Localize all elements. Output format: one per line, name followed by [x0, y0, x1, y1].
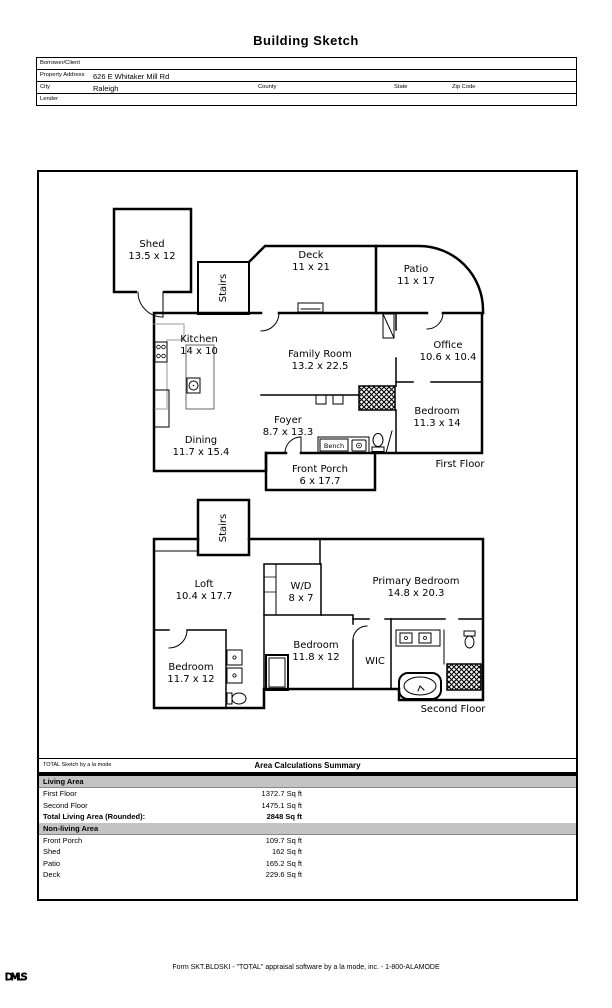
city-label: City: [40, 84, 50, 90]
borrower-row: Borrower/Client: [37, 58, 576, 69]
svg-text:13.2 x 22.5: 13.2 x 22.5: [292, 361, 349, 372]
svg-text:Family Room: Family Room: [288, 349, 352, 360]
property-info-table: Borrower/Client Property Address 626 E W…: [36, 57, 577, 106]
svg-text:11.7 x 15.4: 11.7 x 15.4: [173, 447, 230, 458]
svg-text:Office: Office: [433, 340, 462, 351]
city-value: Raleigh: [93, 83, 119, 93]
state-label: State: [394, 84, 408, 90]
powder-cabinet-icon: [351, 439, 367, 452]
chimney: [382, 313, 395, 339]
svg-text:10.4 x 17.7: 10.4 x 17.7: [176, 591, 233, 602]
summary-row: Deck 229.6 Sq ft: [43, 870, 302, 879]
page-title: Building Sketch: [253, 33, 359, 48]
summary-row: Second Floor 1475.1 Sq ft: [43, 800, 302, 810]
bath-cabinet-icon: [226, 649, 243, 666]
zip-label: Zip Code: [452, 84, 476, 90]
svg-text:Foyer: Foyer: [274, 415, 303, 426]
property-address-label: Property Address: [40, 72, 85, 78]
powder-toilet-icon: [372, 433, 384, 447]
svg-text:Deck: Deck: [298, 250, 323, 261]
deck-step: [297, 302, 324, 313]
wic-label: WIC: [365, 656, 385, 667]
toilet-icon: [226, 692, 233, 705]
svg-text:11 x 21: 11 x 21: [292, 262, 330, 273]
svg-text:W/D: W/D: [291, 581, 312, 592]
stove-icon: [154, 341, 168, 363]
svg-text:8.7 x 13.3: 8.7 x 13.3: [263, 427, 313, 438]
summary-divider-bar: [39, 772, 576, 776]
vanity: [395, 629, 441, 647]
svg-text:11 x 17: 11 x 17: [397, 276, 435, 287]
svg-text:Bedroom: Bedroom: [168, 662, 213, 673]
nonliving-area-header: Non-living Area: [39, 822, 576, 835]
front-porch-outline: [264, 451, 377, 492]
sf-stairs-hatch: [446, 663, 482, 691]
svg-text:Dining: Dining: [185, 435, 217, 446]
kitchen-counter: [153, 323, 185, 410]
first-floor-label: First Floor: [435, 459, 485, 470]
svg-text:11.8 x 12: 11.8 x 12: [292, 652, 339, 663]
summary-title: Area Calculations Summary: [254, 761, 361, 770]
kitchen-island: [185, 344, 215, 410]
summary-row-total: Total Living Area (Rounded): 2848 Sq ft: [43, 812, 302, 821]
total-sketch-brand: TOTAL Sketch by a la mode: [43, 762, 112, 768]
svg-text:DMLS: DMLS: [5, 972, 27, 983]
second-floor-plan: [152, 498, 485, 710]
pantry: [153, 389, 170, 428]
lender-row: Lender: [37, 93, 576, 105]
dmls-logo: DMLS: [5, 972, 30, 984]
svg-text:Loft: Loft: [195, 579, 214, 590]
svg-text:Shed: Shed: [139, 239, 164, 250]
city-row: City Raleigh County State Zip Code: [37, 81, 576, 93]
svg-text:Bedroom: Bedroom: [293, 640, 338, 651]
property-address-row: Property Address 626 E Whitaker Mill Rd: [37, 69, 576, 81]
deck-patio-outline: [247, 244, 485, 315]
svg-text:11.7 x 12: 11.7 x 12: [167, 674, 214, 685]
summary-row: Shed 162 Sq ft: [43, 847, 302, 856]
property-address-value: 626 E Whitaker Mill Rd: [93, 71, 170, 81]
svg-text:Primary Bedroom: Primary Bedroom: [372, 576, 459, 587]
sf-stairs-outline: [196, 498, 251, 557]
shower: [265, 654, 289, 691]
county-label: County: [258, 84, 277, 90]
island-sink: [186, 377, 201, 394]
ff-stairs-label: Stairs: [218, 274, 229, 303]
svg-text:13.5 x 12: 13.5 x 12: [128, 251, 175, 262]
svg-text:14 x 10: 14 x 10: [180, 346, 218, 357]
summary-row: First Floor 1372.7 Sq ft: [43, 789, 302, 798]
svg-text:Front Porch: Front Porch: [292, 464, 348, 475]
svg-text:Patio: Patio: [404, 264, 429, 275]
summary-row: Front Porch 109.7 Sq ft: [43, 835, 302, 845]
svg-text:Bedroom: Bedroom: [414, 406, 459, 417]
sf-stairs-label: Stairs: [218, 514, 229, 543]
svg-text:8 x 7: 8 x 7: [289, 593, 314, 604]
bench-box: [317, 436, 370, 454]
shed-door-arc: [137, 291, 164, 318]
svg-text:6 x 17.7: 6 x 17.7: [300, 476, 341, 487]
ff-exterior-walls: [152, 311, 485, 473]
toilet-icon: [463, 630, 476, 637]
svg-text:11.3 x 14: 11.3 x 14: [413, 418, 460, 429]
bench-label: Bench: [324, 442, 344, 450]
second-floor-label: Second Floor: [421, 704, 487, 715]
bathtub: [398, 672, 442, 700]
borrower-label: Borrower/Client: [40, 60, 80, 66]
footer-form-line: Form SKT.BLDSKI - "TOTAL" appraisal soft…: [172, 964, 440, 971]
living-area-header: Living Area: [39, 776, 576, 788]
svg-text:14.8 x 20.3: 14.8 x 20.3: [388, 588, 445, 599]
svg-text:10.6 x 10.4: 10.6 x 10.4: [420, 352, 477, 363]
ff-stairs-hatch: [358, 385, 396, 411]
first-floor-plan: [112, 207, 485, 492]
svg-text:Kitchen: Kitchen: [180, 334, 218, 345]
summary-row: Patio 165.2 Sq ft: [43, 858, 302, 868]
area-calculations-summary: TOTAL Sketch by a la mode Area Calculati…: [39, 758, 576, 881]
lender-label: Lender: [40, 96, 59, 102]
